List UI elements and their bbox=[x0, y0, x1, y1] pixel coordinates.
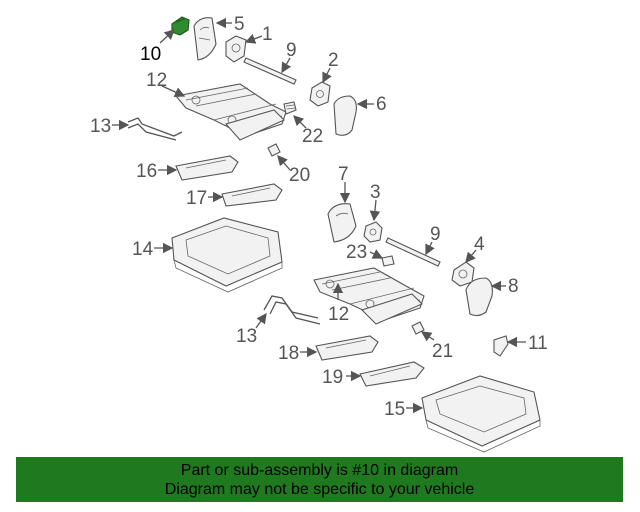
callout-21: 21 bbox=[432, 341, 453, 362]
callout-2: 2 bbox=[328, 50, 339, 71]
callout-5: 5 bbox=[234, 14, 245, 35]
callout-3: 3 bbox=[370, 182, 381, 203]
callout-20: 20 bbox=[289, 165, 310, 186]
callout-11: 11 bbox=[528, 333, 548, 354]
callout-1: 1 bbox=[262, 24, 273, 45]
part-15-seat-pan bbox=[421, 375, 541, 453]
callout-23: 23 bbox=[346, 242, 367, 263]
info-banner: Part or sub-assembly is #10 in diagram D… bbox=[16, 457, 623, 502]
callout-7: 7 bbox=[338, 164, 349, 185]
callout-15: 15 bbox=[384, 399, 405, 420]
callout-17: 17 bbox=[186, 188, 207, 209]
callout-13-upper: 13 bbox=[90, 116, 111, 137]
seat-parts-diagram: 10 5 1 9 2 6 12 22 bbox=[90, 14, 548, 453]
callout-13-lower: 13 bbox=[236, 326, 257, 347]
part-21-clip bbox=[411, 321, 425, 335]
callout-10: 10 bbox=[140, 44, 161, 65]
part-5-cover bbox=[193, 17, 217, 61]
part-6-cover bbox=[333, 95, 357, 136]
callout-18: 18 bbox=[278, 343, 299, 364]
part-17-trim bbox=[221, 183, 283, 207]
part-3-recliner bbox=[363, 221, 383, 243]
part-9-rod-upper bbox=[243, 57, 297, 85]
callout-9-upper: 9 bbox=[286, 40, 297, 61]
part-13-wire-lower bbox=[263, 295, 321, 325]
part-1-recliner bbox=[225, 35, 247, 63]
banner-line-1: Part or sub-assembly is #10 in diagram bbox=[180, 461, 459, 479]
part-9-rod-lower bbox=[385, 237, 441, 267]
banner-line-2: Diagram may not be specific to your vehi… bbox=[164, 480, 475, 498]
part-12-track-upper bbox=[174, 83, 287, 141]
part-22-spring bbox=[283, 101, 297, 115]
part-23-spring bbox=[381, 255, 395, 267]
callout-8: 8 bbox=[508, 276, 519, 297]
callout-14: 14 bbox=[132, 239, 154, 260]
callout-22: 22 bbox=[302, 126, 323, 147]
callout-9-lower: 9 bbox=[430, 224, 441, 245]
callout-12-lower: 12 bbox=[328, 304, 349, 325]
part-10-highlighted[interactable] bbox=[171, 16, 190, 36]
part-8-cover bbox=[465, 277, 493, 317]
part-14-seat-pan bbox=[171, 217, 283, 293]
callout-16: 16 bbox=[136, 161, 157, 182]
part-13-wire-upper bbox=[127, 117, 183, 141]
part-12-track-lower bbox=[313, 267, 425, 325]
part-20-clip bbox=[267, 143, 281, 157]
part-19-trim bbox=[359, 361, 425, 387]
callout-19: 19 bbox=[322, 367, 343, 388]
part-16-trim bbox=[175, 155, 239, 181]
part-11-knob bbox=[493, 335, 509, 357]
part-2-recliner bbox=[309, 81, 331, 107]
part-7-cover bbox=[327, 203, 357, 243]
callout-6: 6 bbox=[376, 94, 387, 115]
callout-4: 4 bbox=[474, 234, 485, 255]
callout-12-upper: 12 bbox=[146, 70, 167, 91]
part-18-trim bbox=[315, 335, 379, 361]
